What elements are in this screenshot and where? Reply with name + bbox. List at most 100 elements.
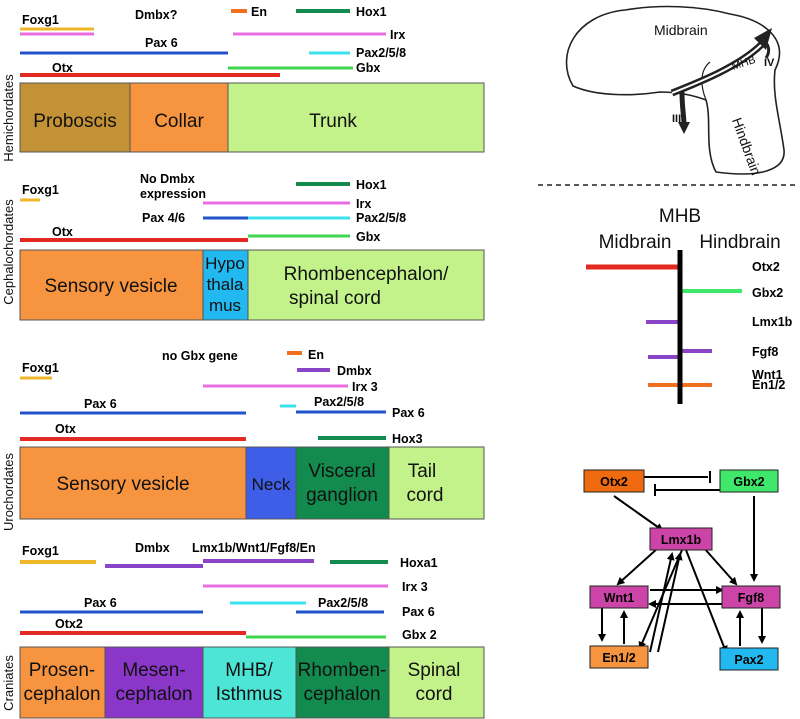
gene-label-pax6-anterior: Pax 6: [84, 397, 117, 411]
region-hypothalamus: [202, 249, 249, 321]
node-label-pax2: Pax2: [734, 653, 763, 667]
region-label-sensory-vesicle: Sensory vesicle: [44, 276, 177, 297]
gene-label-dmbx: Dmbx: [337, 364, 372, 378]
gene-label-otx: Otx: [55, 422, 76, 436]
node-lmx1b: [649, 527, 713, 551]
mhb-title: MHB: [659, 206, 701, 227]
region-label-rhombencephalon: Rhombencephalon/: [284, 264, 450, 285]
region-neck: [245, 446, 297, 520]
node-label-wnt1: Wnt1: [604, 591, 635, 605]
mhb-label-midbrain: Midbrain: [599, 232, 672, 253]
edge-otx2-to-lmx1b: [613, 495, 664, 532]
clade-label-urochordates: Urochordates: [1, 452, 16, 531]
panel-craniates: Foxg1 Dmbx Lmx1b/Wnt1/Fgf8/En Hoxa1 Irx …: [1, 541, 485, 719]
gene-label-pax6: Pax 6: [145, 36, 178, 50]
node-en12: [589, 645, 649, 669]
node-gbx2: [719, 469, 779, 493]
gene-label-lmx1b-wnt1-fgf8-en: Lmx1b/Wnt1/Fgf8/En: [192, 541, 316, 555]
node-otx2: [583, 469, 645, 493]
brain-schematic: Midbrain Hindbrain MHB III IV: [565, 5, 785, 177]
nerve-label-iii: III: [672, 113, 681, 125]
clade-label-craniates: Craniates: [1, 655, 16, 711]
gene-label-pax258: Pax2/5/8: [356, 46, 406, 60]
gene-label-pax6-posterior: Pax 6: [392, 406, 425, 420]
gene-label-gbx: Gbx: [356, 230, 380, 244]
region-spinal-cord: [388, 646, 485, 719]
gene-label-irx: Irx: [390, 28, 405, 42]
mhb-expression-panel: MHB Midbrain Hindbrain Otx2 Gbx2 Lmx1b F…: [586, 206, 793, 404]
region-label-isthmus: Isthmus: [216, 684, 283, 705]
mhb-gene-wnt1: Wnt1: [752, 368, 783, 382]
gene-label-otx: Otx: [52, 225, 73, 239]
gene-label-foxg1: Foxg1: [22, 361, 59, 375]
region-rhombencephalon: [295, 646, 390, 719]
region-label-visceral: Visceral: [308, 461, 375, 482]
region-label-trunk: Trunk: [309, 111, 357, 132]
region-label-hypo: Hypo: [205, 254, 245, 273]
node-wnt1: [589, 585, 649, 609]
panel-urochordates: no Gbx gene En Foxg1 Dmbx Irx 3 Pax 6 Pa…: [1, 348, 485, 531]
nerve-iv: [761, 38, 771, 59]
mhb-gene-en12: En1/2: [752, 378, 785, 392]
gene-label-hox1: Hox1: [356, 5, 387, 19]
gene-label-expression: expression: [140, 187, 206, 201]
region-label-ganglion: ganglion: [306, 485, 378, 506]
region-label-spinal-cord: spinal cord: [289, 288, 381, 309]
gene-label-irx3: Irx 3: [352, 380, 378, 394]
region-label-collar: Collar: [154, 111, 204, 132]
region-label-spinal: Spinal: [408, 660, 461, 681]
region-label-tail: Tail: [408, 461, 437, 482]
region-label-sensory-vesicle: Sensory vesicle: [56, 474, 189, 495]
gene-label-en: En: [308, 348, 324, 362]
mhb-band-core: [671, 43, 763, 94]
clade-label-cephalochordates: Cephalochordates: [1, 199, 16, 305]
node-label-en12: En1/2: [602, 651, 635, 665]
region-collar: [129, 82, 229, 153]
gene-label-hox1: Hox1: [356, 178, 387, 192]
gene-label-pax258: Pax2/5/8: [318, 596, 368, 610]
edge-lmx1b-to-wnt1: [616, 547, 659, 586]
mhb-gene-fgf8: Fgf8: [752, 345, 778, 359]
nerve-iii: [679, 91, 687, 126]
gene-label-irx: Irx: [356, 197, 371, 211]
node-label-lmx1b: Lmx1b: [661, 533, 702, 547]
nerve-label-iv: IV: [764, 57, 775, 69]
gene-label-en: En: [251, 5, 267, 19]
nerve-iii-arrowhead: [678, 122, 690, 134]
edge-lmx1b-to-pax2: [685, 549, 728, 654]
region-mesencephalon: [104, 646, 204, 719]
gene-label-hox3: Hox3: [392, 432, 423, 446]
region-tail-cord: [388, 446, 485, 520]
gene-label-foxg1: Foxg1: [22, 13, 59, 27]
region-sensory-vesicle: [19, 249, 204, 321]
region-label-prosen-cephalon: cephalon: [23, 684, 100, 705]
gene-label-no-gbx: no Gbx gene: [162, 349, 238, 363]
node-pax2: [719, 647, 779, 671]
panel-hemichordates: Foxg1 Dmbx? En Hox1 Irx Pax 6 Pax2/5/8 G…: [1, 5, 485, 162]
region-label-mhb: MHB/: [225, 660, 273, 681]
region-mhb-isthmus: [202, 646, 297, 719]
mhb-gene-otx2: Otx2: [752, 260, 780, 274]
region-prosencephalon: [19, 646, 106, 719]
region-label-mesen-cephalon: cephalon: [115, 684, 192, 705]
region-label-rhomben-cephalon: cephalon: [303, 684, 380, 705]
node-label-fgf8: Fgf8: [738, 591, 764, 605]
mhb-gene-gbx2: Gbx2: [752, 286, 783, 300]
node-fgf8: [721, 585, 781, 609]
node-label-gbx2: Gbx2: [733, 475, 764, 489]
region-trunk: [227, 82, 485, 153]
gene-label-pax6-anterior: Pax 6: [84, 596, 117, 610]
mhb-gene-lmx1b: Lmx1b: [752, 315, 793, 329]
region-rhombencephalon: [247, 249, 485, 321]
regulatory-network: Otx2 Gbx2 Lmx1b Wnt1 Fgf8 En1/2 Pax2: [583, 469, 781, 671]
region-sensory-vesicle: [19, 446, 247, 520]
region-visceral-ganglion: [295, 446, 390, 520]
gene-label-pax6-posterior: Pax 6: [402, 605, 435, 619]
gene-label-gbx: Gbx: [356, 61, 380, 75]
region-label-mesen: Mesen-: [122, 660, 185, 681]
brain-label-midbrain: Midbrain: [654, 22, 708, 38]
gene-label-foxg1: Foxg1: [22, 544, 59, 558]
region-label-thala: thala: [207, 275, 244, 294]
region-label-rhomben: Rhomben-: [298, 660, 387, 681]
